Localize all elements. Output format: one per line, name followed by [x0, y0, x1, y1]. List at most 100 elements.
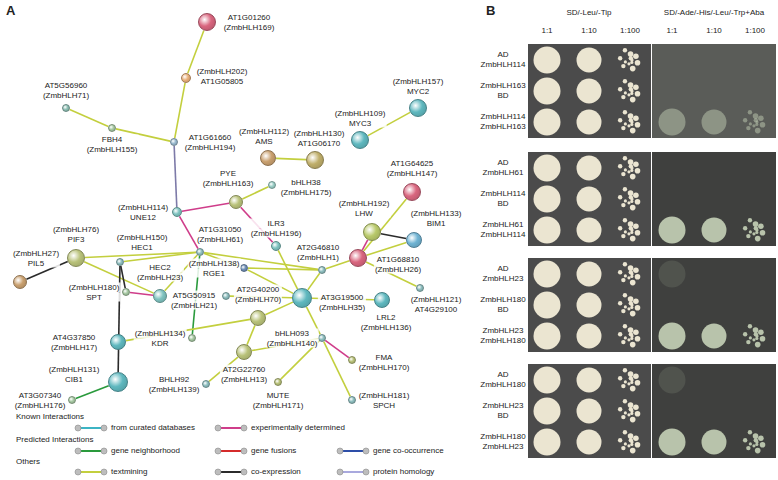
yeast-colony	[749, 122, 752, 125]
interaction-edge	[252, 339, 318, 351]
yeast-colony	[621, 234, 625, 238]
node-text: (ZmbHLH176)	[14, 400, 67, 410]
yeast-colony	[624, 199, 627, 202]
node-label: AT3G19500(ZmbHLH35)	[318, 293, 366, 312]
yeast-colony	[628, 433, 634, 439]
yeast-colony	[621, 415, 625, 419]
column-header: 1:10	[581, 26, 597, 36]
yeast-colony	[623, 293, 627, 297]
protein-circle	[110, 334, 126, 350]
yeast-colony	[629, 270, 633, 274]
yeast-colony	[623, 368, 627, 372]
yeast-colony	[635, 411, 641, 417]
node-label: AT2G22760(ZmbHLH13)	[220, 365, 268, 384]
yeast-colony	[746, 340, 750, 344]
protein-circle	[403, 183, 421, 201]
legend-sample	[337, 448, 369, 454]
node-text: ILR3	[250, 219, 303, 229]
yeast-colony	[630, 128, 636, 134]
interaction-edge	[124, 252, 196, 261]
protein-circle	[250, 310, 266, 326]
node-text: (ZmbHLH169)	[223, 22, 276, 32]
yeast-colony	[621, 278, 625, 282]
yeast-colony	[629, 376, 633, 380]
node-label: (ZmbHLH150)HEC1	[116, 233, 169, 252]
protein-circle	[62, 104, 70, 112]
legend-text: experimentally determined	[251, 423, 345, 433]
yeast-colony	[618, 438, 622, 442]
yeast-colony	[752, 124, 755, 127]
protein-circle	[349, 249, 367, 267]
yeast-colony	[630, 311, 636, 317]
plate-left	[528, 364, 651, 458]
yeast-colony	[749, 336, 752, 339]
yeast-colony	[633, 329, 639, 335]
yeast-colony	[630, 337, 633, 340]
yeast-colony	[577, 368, 602, 393]
yeast-colony	[635, 199, 641, 205]
protein-circle	[196, 248, 204, 256]
node-text: (ZmbHLH61)	[196, 234, 244, 244]
protein-circle	[116, 258, 124, 266]
yeast-colony	[630, 61, 633, 64]
legend-node	[241, 448, 247, 454]
yeast-colony	[748, 110, 752, 114]
yeast-colony	[748, 430, 752, 434]
node-text: FBH4	[86, 135, 139, 145]
legend-node	[101, 448, 107, 454]
yeast-colony	[748, 218, 752, 222]
legend-line	[340, 450, 366, 452]
node-text: PYE	[202, 169, 255, 179]
yeast-colony	[633, 192, 639, 198]
yeast-colony	[635, 380, 641, 386]
node-text: AT5G56960	[42, 81, 90, 91]
yeast-colony	[635, 91, 641, 97]
interaction-edge	[174, 146, 177, 207]
protein-circle	[348, 356, 356, 364]
yeast-colony	[621, 309, 625, 313]
legend-node	[101, 425, 107, 431]
protein-circle	[409, 99, 427, 117]
yeast-colony	[618, 164, 622, 168]
legend-node	[363, 469, 369, 475]
yeast-colony	[629, 87, 633, 91]
yeast-colony	[621, 203, 625, 207]
legend-text: co-expression	[251, 467, 301, 477]
legend-node	[101, 469, 107, 475]
node-text: AT4G29100	[410, 304, 463, 314]
yeast-colony	[702, 218, 727, 243]
node-text: BHLH92	[148, 375, 201, 385]
yeast-colony	[635, 336, 641, 342]
legend-node	[337, 469, 343, 475]
yeast-colony	[621, 446, 625, 450]
yeast-colony	[754, 332, 758, 336]
legend-line	[218, 450, 244, 452]
yeast-colony	[760, 336, 766, 342]
yeast-colony	[624, 442, 627, 445]
yeast-colony	[629, 301, 633, 305]
yeast-colony	[630, 412, 633, 415]
yeast-colony	[659, 367, 686, 394]
yeast-colony	[633, 435, 639, 441]
node-label: AT1G68810(ZmbHLH26)	[374, 255, 422, 274]
yeast-colony	[624, 168, 627, 171]
protein-circle	[67, 249, 85, 267]
yeast-colony	[621, 95, 625, 99]
node-text: AT1G05805	[196, 76, 249, 86]
node-label: MUTE(ZmbHLH171)	[252, 391, 305, 410]
yeast-colony	[635, 274, 641, 280]
node-text: MYC3	[334, 118, 387, 128]
yeast-colony	[743, 226, 747, 230]
yeast-colony	[758, 329, 764, 335]
yeast-colony	[753, 433, 759, 439]
row-label: ZmbHLH180	[480, 432, 525, 442]
legend-text: from curated databases	[111, 423, 195, 433]
yeast-colony	[630, 306, 633, 309]
node-text: HEC2	[136, 263, 184, 273]
interaction-edge	[276, 158, 306, 159]
node-text: AT3G07340	[14, 391, 67, 401]
legend-line	[78, 471, 104, 473]
protein-circle	[202, 380, 210, 388]
yeast-colony	[577, 156, 602, 181]
yeast-colony	[627, 232, 630, 235]
